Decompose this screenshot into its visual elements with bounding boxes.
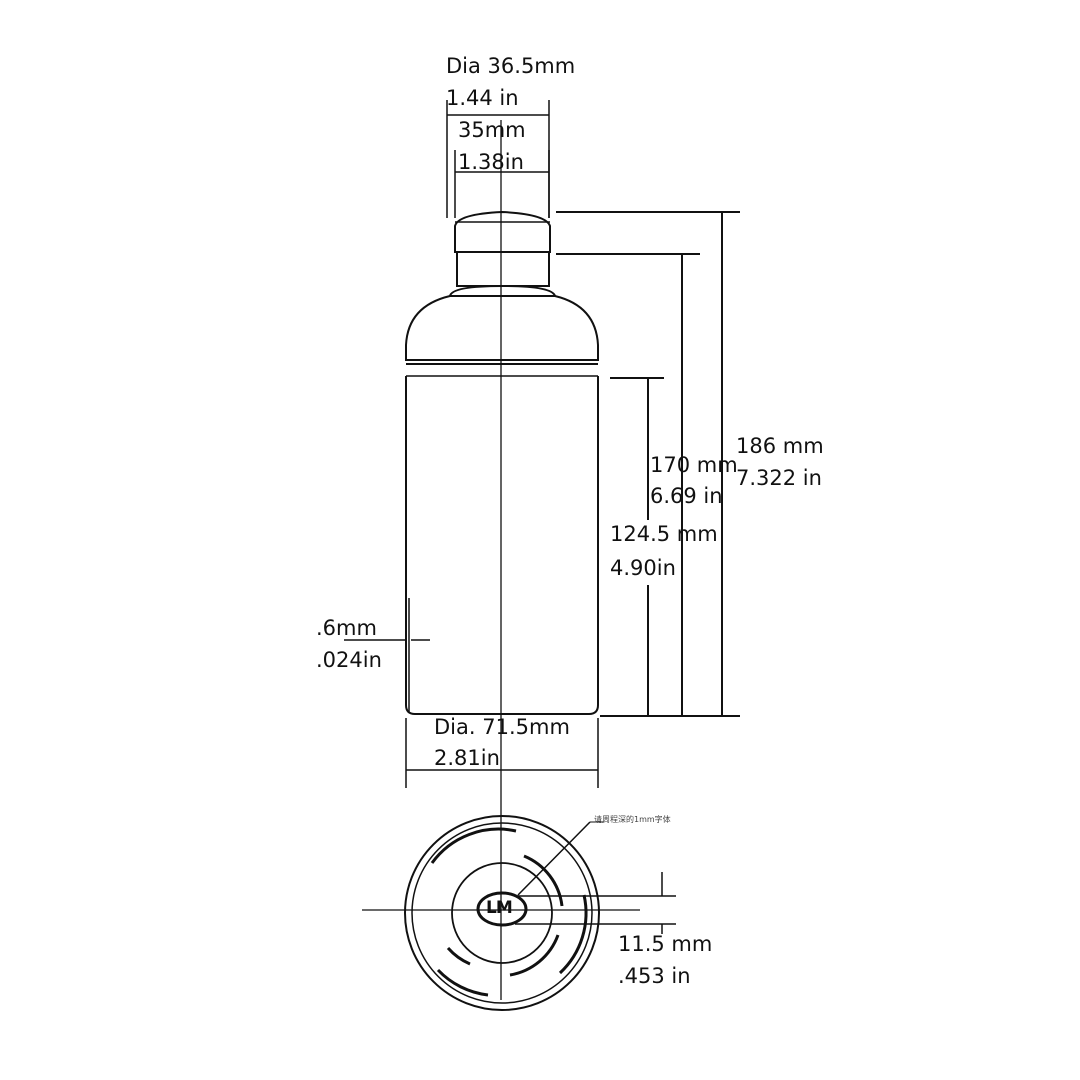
logo-offset-in-label: .453 in — [618, 964, 691, 988]
base-inner-circle — [411, 822, 593, 1004]
base-arc — [446, 946, 471, 966]
bottle-cap — [454, 210, 551, 253]
top-diameter-dimension — [446, 100, 550, 218]
top-outer-dia-mm-label: Dia 36.5mm — [446, 54, 576, 78]
wall-in-label: .024in — [316, 648, 382, 672]
bottle-shoulder — [405, 295, 599, 361]
base-arc — [509, 934, 560, 977]
logo-offset-mm-label: 11.5 mm — [618, 932, 713, 956]
height-dimensions — [556, 211, 740, 717]
bottom-note-label: 请周程深的1mm字体 — [594, 815, 671, 824]
bottle-side-view — [405, 120, 599, 1000]
body-dia-mm-label: Dia. 71.5mm — [434, 715, 570, 739]
neck-collar — [448, 284, 557, 297]
top-outer-dia-in-label: 1.44 in — [446, 86, 519, 110]
height-total-mm-label: 186 mm — [736, 434, 824, 458]
top-inner-dia-mm-label: 35mm — [458, 118, 526, 142]
logo-text: LM — [486, 898, 513, 918]
base-arc — [436, 968, 489, 997]
base-arc — [430, 827, 517, 864]
body-diameter-dimension — [405, 718, 599, 788]
base-outer-circle — [404, 815, 600, 1011]
base-ring — [451, 862, 553, 964]
body-dia-in-label: 2.81in — [434, 746, 500, 770]
base-arc — [523, 854, 564, 907]
top-inner-dia-in-label: 1.38in — [458, 150, 524, 174]
height-body-in-label: 4.90in — [610, 556, 676, 580]
height-neck-mm-label: 170 mm — [650, 453, 738, 477]
bottle-body — [405, 376, 599, 715]
wall-mm-label: .6mm — [316, 616, 377, 640]
height-body-mm-label: 124.5 mm — [610, 522, 718, 546]
base-arc — [558, 894, 588, 975]
bottle-neck — [456, 252, 550, 287]
bottle-bottom-view — [362, 815, 676, 1011]
logo-oval — [476, 891, 528, 927]
note-leader-line — [517, 821, 591, 896]
height-total-in-label: 7.322 in — [736, 466, 822, 490]
height-neck-in-label: 6.69 in — [650, 484, 723, 508]
